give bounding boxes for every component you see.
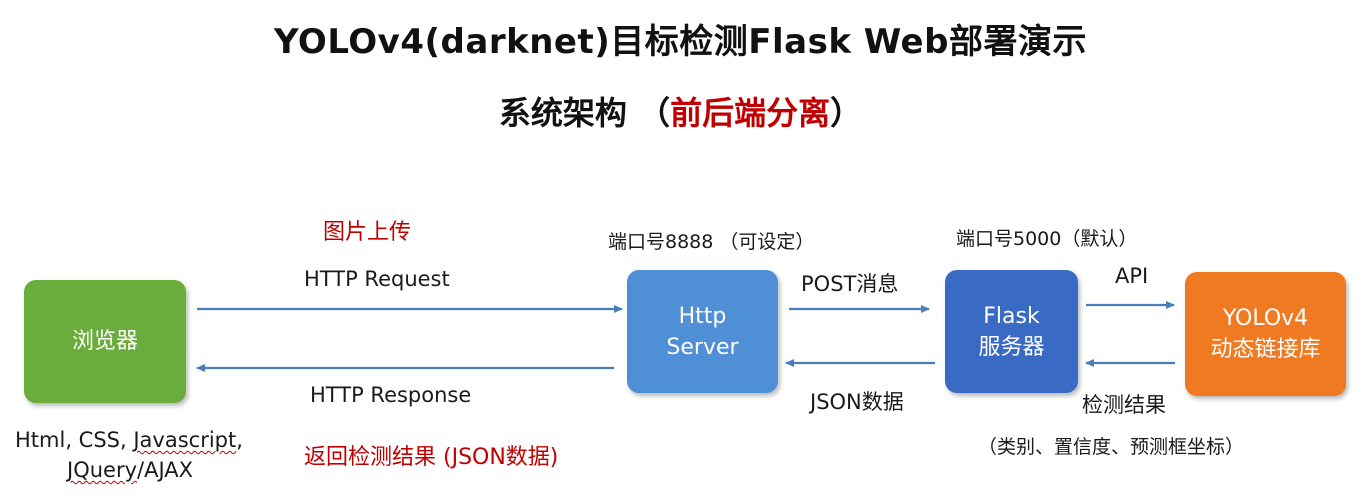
http-request-label: HTTP Request xyxy=(304,267,450,291)
http-server-node: Http Server xyxy=(627,270,778,393)
browser-tech-1b: Javascript xyxy=(133,428,237,452)
diagram-title: YOLOv4(darknet)目标检测Flask Web部署演示 xyxy=(274,22,1087,62)
browser-tech-line-1: Html, CSS, Javascript, xyxy=(15,428,243,452)
flask-server-node: Flask 服务器 xyxy=(945,270,1078,393)
http-response-label: HTTP Response xyxy=(310,383,472,407)
diagram-subtitle: 系统架构 （前后端分离） xyxy=(0,88,1361,134)
subtitle-suffix: ） xyxy=(830,94,863,132)
subtitle-prefix: 系统架构 （ xyxy=(498,94,671,132)
result-fields-label: （类别、置信度、预测框坐标） xyxy=(978,436,1245,458)
browser-tech-1a: Html, CSS, xyxy=(15,428,134,452)
detect-result-label: 检测结果 xyxy=(1082,393,1166,417)
yolo-library-node: YOLOv4 动态链接库 xyxy=(1185,272,1346,396)
flask-server-node-label: Flask 服务器 xyxy=(978,303,1045,360)
api-label: API xyxy=(1115,264,1149,288)
port-8888-label: 端口号8888 （可设定） xyxy=(608,231,815,253)
port-5000-label: 端口号5000（默认） xyxy=(956,228,1138,250)
yolo-library-node-label: YOLOv4 动态链接库 xyxy=(1210,306,1321,362)
subtitle-accent: 前后端分离 xyxy=(670,94,831,132)
browser-tech-line-2: JQuery/AJAX xyxy=(67,458,193,482)
browser-tech-1c: , xyxy=(236,428,243,452)
browser-tech-2a: JQuery xyxy=(67,458,138,482)
browser-node: 浏览器 xyxy=(24,280,186,403)
post-message-label: POST消息 xyxy=(801,272,899,296)
upload-label: 图片上传 xyxy=(323,220,412,245)
browser-tech-2b: /AJAX xyxy=(137,458,194,482)
browser-node-label: 浏览器 xyxy=(71,329,138,354)
http-server-node-label: Http Server xyxy=(666,303,739,360)
json-data-label: JSON数据 xyxy=(810,390,904,414)
return-result-label: 返回检测结果 (JSON数据) xyxy=(304,445,559,470)
